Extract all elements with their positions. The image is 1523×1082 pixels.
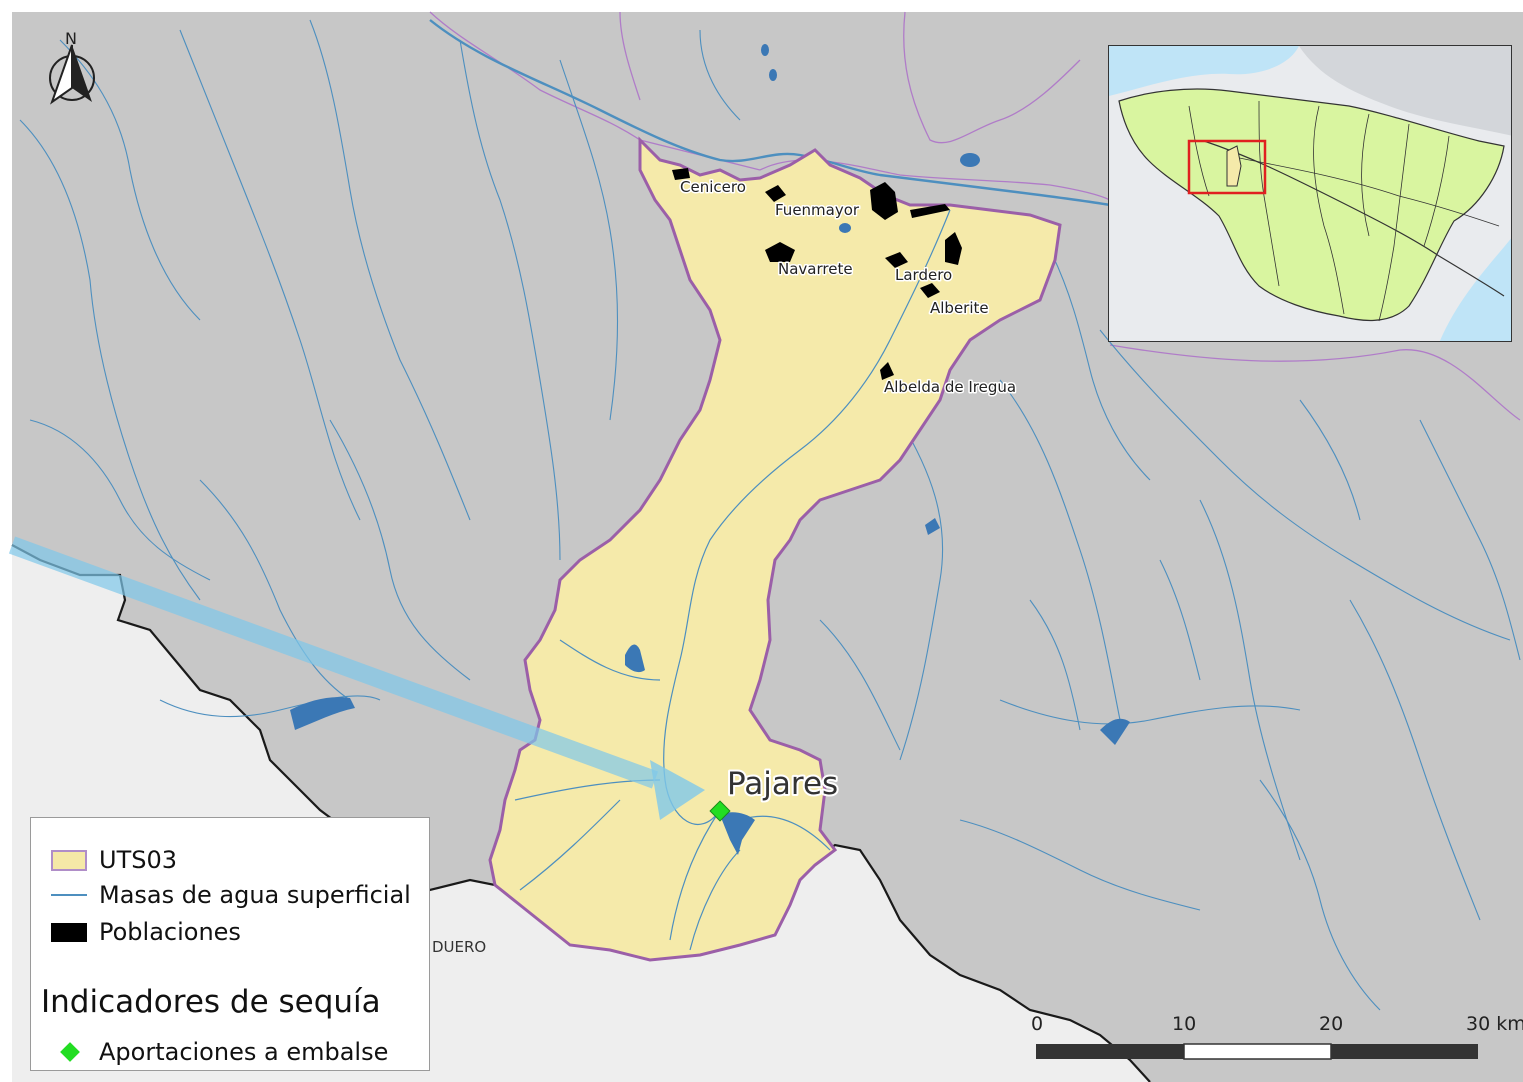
- north-arrow: N: [49, 29, 95, 105]
- inset-sea-east: [1439, 238, 1511, 341]
- inset-ebro-river: [1203, 140, 1505, 297]
- uts-swatch: [51, 849, 87, 871]
- inset-uts-highlight: [1226, 145, 1242, 187]
- legend-label-uts: UTS03: [99, 846, 177, 874]
- legend-label-towns: Poblaciones: [99, 918, 241, 946]
- legend-item-indicator: Aportaciones a embalse: [31, 1038, 388, 1066]
- basin-label-duero: DUERO: [432, 938, 486, 956]
- water-line-swatch: [51, 894, 87, 896]
- town-label-cenicero: Cenicero: [680, 178, 746, 196]
- scale-label-10: 10: [1172, 1013, 1196, 1035]
- legend-indicators-title: Indicadores de sequía: [41, 984, 381, 1020]
- legend-label-indicator: Aportaciones a embalse: [99, 1038, 389, 1066]
- inset-ebro-basin: [1118, 88, 1505, 322]
- legend: UTS03 Masas de agua superficial Poblacio…: [30, 817, 430, 1071]
- reservoirs-outside: [290, 44, 1130, 745]
- inset-subbasins: [1188, 100, 1500, 322]
- inset-extent-box: [1187, 139, 1267, 195]
- inset-map-canvas: [1109, 46, 1511, 341]
- indicator-pajares-marker[interactable]: [709, 800, 731, 822]
- north-label: N: [65, 29, 77, 48]
- diamond-icon: [60, 1042, 80, 1062]
- inset-sea-north: [1109, 46, 1299, 96]
- legend-item-uts: UTS03: [31, 846, 177, 874]
- legend-item-water: Masas de agua superficial: [31, 881, 411, 909]
- uts03-area: [488, 136, 1062, 962]
- town-label-fuenmayor: Fuenmayor: [775, 201, 860, 219]
- towns-swatch: [51, 922, 87, 942]
- inset-map: [1108, 45, 1512, 342]
- reservoirs-inside: [625, 223, 851, 855]
- inset-france: [1299, 46, 1511, 136]
- legend-item-towns: Poblaciones: [31, 918, 241, 946]
- rivers-outside: [19, 19, 1521, 1011]
- town-label-albelda: Albelda de Iregua: [884, 378, 1016, 396]
- town-polygons: [672, 168, 962, 380]
- inset-link-arrow: [8, 536, 705, 820]
- scale-label-0: 0: [1031, 1013, 1043, 1035]
- town-label-navarrete: Navarrete: [778, 260, 853, 278]
- town-label-alberite: Alberite: [930, 299, 989, 317]
- legend-label-water: Masas de agua superficial: [99, 881, 411, 909]
- scale-label-20: 20: [1319, 1013, 1343, 1035]
- scale-bar: 0 10 20 30 km: [1031, 1013, 1523, 1060]
- town-label-lardero: Lardero: [895, 266, 952, 284]
- ebro-river: [429, 19, 1111, 207]
- scale-label-30: 30 km: [1466, 1013, 1523, 1035]
- reservoir-label-pajares: Pajares: [727, 766, 838, 802]
